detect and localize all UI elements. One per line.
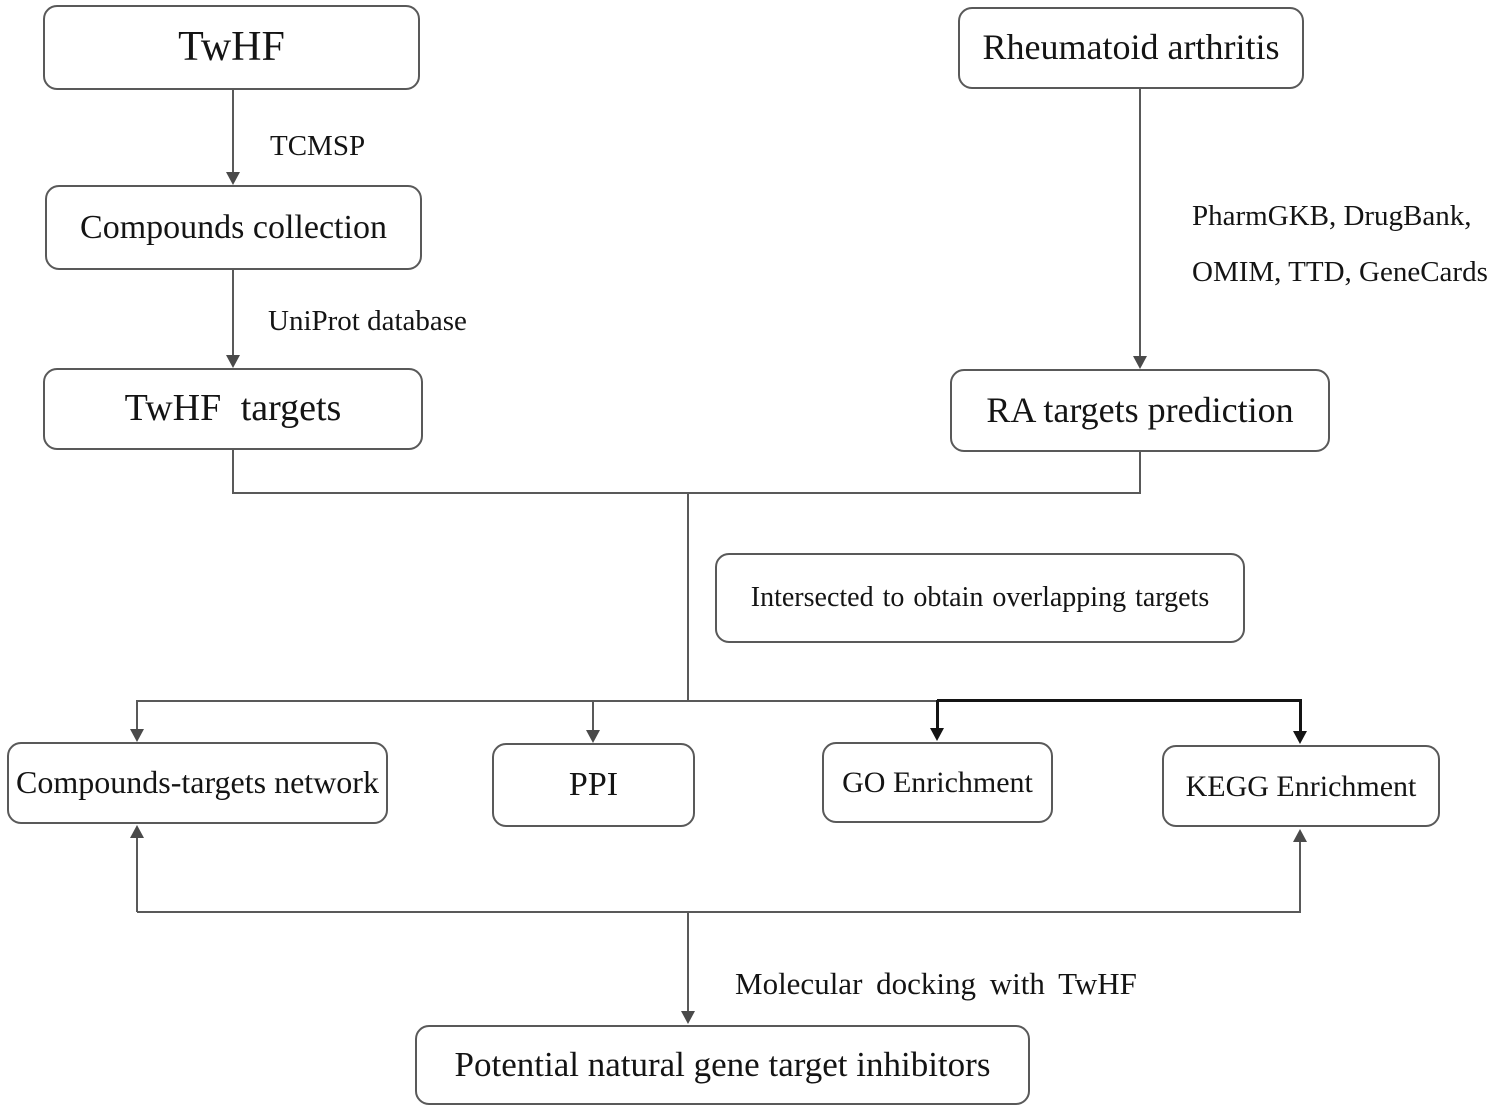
edge-feedback-to-kegg-arrowhead [1293,829,1307,842]
node-twhf: TwHF [43,5,420,90]
edge-feedback-to-kegg-line [1299,841,1301,912]
node-kegg-enrichment: KEGG Enrichment [1162,745,1440,827]
node-compounds-targets-network: Compounds-targets network [7,742,388,824]
node-rheumatoid-arthritis: Rheumatoid arthritis [958,7,1304,89]
edge-label-uniprot-database: UniProt database [268,305,467,337]
edge-ra-to-prediction-line [1139,89,1141,356]
edge-twhf-to-compounds-arrowhead [226,172,240,185]
edge-twhf-targets-down-line [232,450,234,492]
edge-to-kegg-arrowhead [1293,731,1307,744]
edge-distribution-horizontal-black [937,699,1301,702]
edge-feedback-to-compounds-arrowhead [130,825,144,838]
edge-ra-prediction-down-line [1139,452,1141,492]
edge-to-compounds-network-arrowhead [130,729,144,742]
edge-distribution-horizontal-gray [137,700,938,702]
edge-twhf-to-compounds-line [232,90,234,172]
edge-to-go-line [936,700,939,729]
edge-ra-to-prediction-arrowhead [1133,356,1147,369]
edge-feedback-horizontal-line [137,911,1301,913]
node-intersected-targets: Intersected to obtain overlapping target… [715,553,1245,643]
node-go-enrichment: GO Enrichment [822,742,1053,823]
node-ppi: PPI [492,743,695,827]
edge-label-molecular-docking: Molecular docking with TwHF [735,966,1137,1001]
edge-to-go-arrowhead [930,728,944,741]
edge-docking-to-final-line [687,911,689,1012]
edge-to-ppi-arrowhead [586,730,600,743]
edge-docking-to-final-arrowhead [681,1011,695,1024]
node-ra-targets-prediction: RA targets prediction [950,369,1330,452]
edge-to-kegg-line [1299,699,1302,732]
node-twhf-targets: TwHF targets [43,368,423,450]
edge-compounds-to-targets-arrowhead [226,355,240,368]
edge-feedback-to-compounds-line [136,837,138,912]
edge-merge-to-distribution-line [687,492,689,700]
edge-merge-horizontal-line [232,492,1141,494]
node-compounds-collection: Compounds collection [45,185,422,270]
edge-label-tcmsp: TCMSP [270,130,366,162]
edge-label-ra-databases-line1: PharmGKB, DrugBank, [1192,200,1472,232]
edge-compounds-to-targets-line [232,270,234,355]
edge-to-compounds-network-line [136,700,138,730]
edge-label-ra-databases-line2: OMIM, TTD, GeneCards [1192,256,1488,288]
edge-to-ppi-line [592,700,594,731]
node-potential-inhibitors: Potential natural gene target inhibitors [415,1025,1030,1105]
